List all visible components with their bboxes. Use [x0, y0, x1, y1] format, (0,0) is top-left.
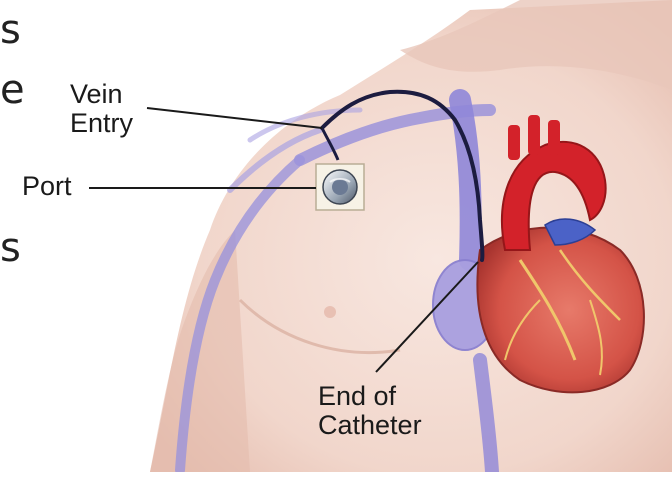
cropped-text-2: e: [0, 70, 25, 110]
cropped-text-1: s: [0, 10, 21, 50]
port-device: [316, 164, 364, 210]
label-end-of-catheter-line2: Catheter: [318, 411, 422, 440]
label-vein-entry: Vein Entry: [70, 80, 133, 138]
label-end-of-catheter-line1: End of: [318, 382, 422, 411]
label-vein-entry-line1: Vein: [70, 80, 133, 109]
label-vein-entry-line2: Entry: [70, 109, 133, 138]
label-port: Port: [22, 172, 72, 201]
label-port-text: Port: [22, 171, 72, 201]
nipple: [324, 306, 336, 318]
label-end-of-catheter: End of Catheter: [318, 382, 422, 440]
cropped-text-3: s: [0, 228, 21, 268]
